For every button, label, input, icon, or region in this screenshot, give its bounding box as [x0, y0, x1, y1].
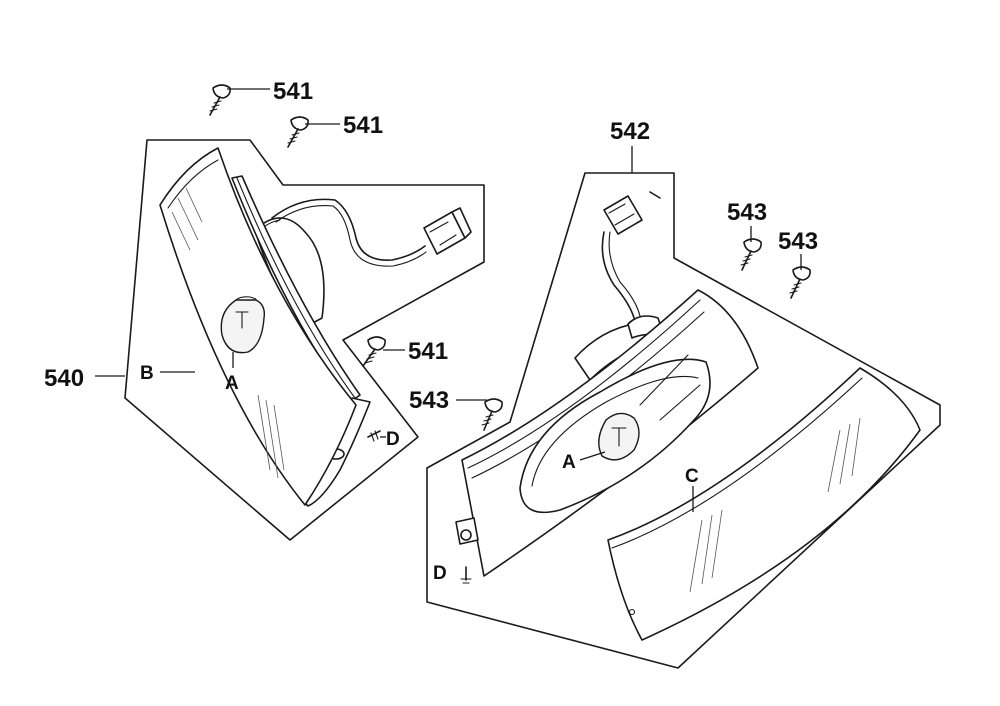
- screw-543-a: [740, 238, 762, 271]
- screw-541-a: [209, 84, 231, 116]
- label-541-b: 541: [343, 112, 383, 139]
- screw-543-b: [789, 266, 811, 299]
- clip-d-left: [367, 430, 381, 442]
- label-b-left: B: [140, 363, 154, 384]
- label-c-right: C: [685, 466, 699, 487]
- screw-541-c: [362, 336, 386, 367]
- right-assembly-outline: [426, 172, 941, 669]
- right-lens-c: [607, 367, 921, 641]
- label-d-right: D: [433, 563, 447, 584]
- label-541-c: 541: [408, 338, 448, 365]
- leader-a-right: [579, 451, 606, 461]
- left-assembly-outline: [124, 139, 485, 541]
- label-543-a: 543: [727, 199, 767, 226]
- label-d-left: D: [386, 429, 400, 450]
- label-541-a: 541: [273, 78, 313, 105]
- label-543-c: 543: [409, 387, 449, 414]
- label-540: 540: [44, 365, 84, 392]
- label-542: 542: [610, 118, 650, 145]
- screw-541-b: [287, 116, 309, 148]
- left-bulb-a: [220, 296, 266, 354]
- screw-543-c: [481, 398, 503, 431]
- label-543-b: 543: [778, 228, 818, 255]
- clip-d-right: [460, 566, 472, 584]
- label-a-right: A: [562, 452, 576, 473]
- right-bulb-a: [598, 412, 640, 461]
- label-a-left: A: [225, 373, 239, 394]
